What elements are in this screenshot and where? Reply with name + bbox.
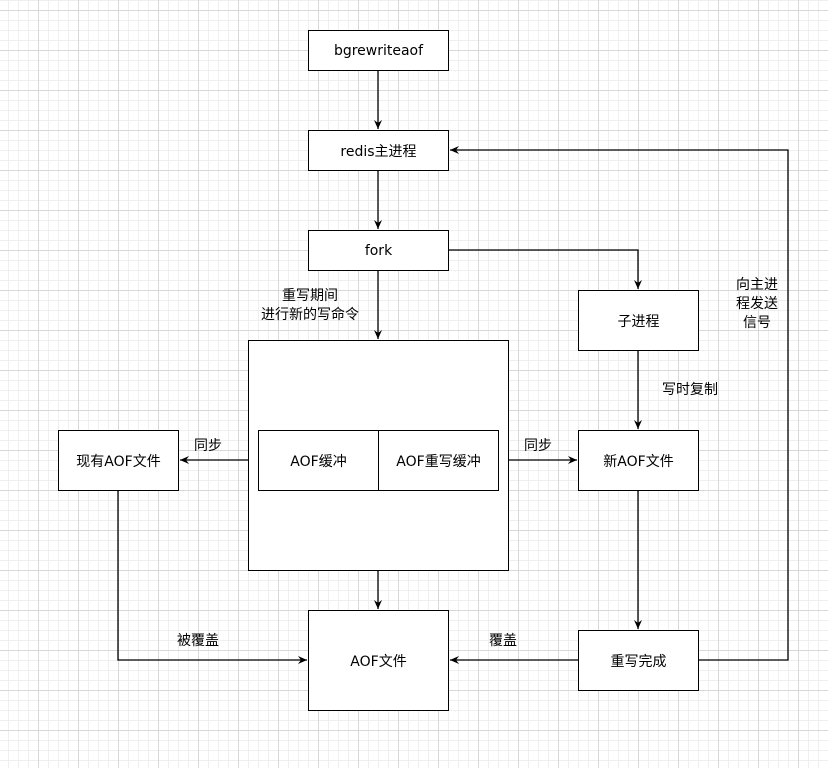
label-copy-on-write: 写时复制 <box>662 382 718 398</box>
node-child-label: 子进程 <box>617 313 660 330</box>
node-aof-rewrite-buffer-label: AOF重写缓冲 <box>396 453 481 470</box>
node-aof-buffer-label: AOF缓冲 <box>290 453 347 470</box>
node-bgrewriteaof[interactable]: bgrewriteaof <box>308 30 449 71</box>
label-sync-right: 同步 <box>524 438 552 454</box>
node-rewrite-done[interactable]: 重写完成 <box>578 630 699 691</box>
node-aof-file[interactable]: AOF文件 <box>308 610 449 711</box>
node-new-aof-label: 新AOF文件 <box>603 453 674 470</box>
label-signal-main: 向主进 程发送 信号 <box>736 277 778 331</box>
label-sync-left: 同步 <box>194 438 222 454</box>
edge-existing-to-aof-file <box>117 490 307 664</box>
node-existing-aof-label: 现有AOF文件 <box>76 453 161 470</box>
node-bgrewriteaof-label: bgrewriteaof <box>333 42 424 59</box>
node-new-aof-file[interactable]: 新AOF文件 <box>578 430 699 491</box>
edge-done-to-main <box>450 146 789 661</box>
label-overwrite: 覆盖 <box>489 633 517 649</box>
node-child-process[interactable]: 子进程 <box>578 290 699 351</box>
node-aof-buffer[interactable]: AOF缓冲 <box>258 430 379 491</box>
node-redis-main-process[interactable]: redis主进程 <box>308 130 449 171</box>
edge-fork-to-child <box>448 249 642 289</box>
node-aof-file-label: AOF文件 <box>350 653 407 670</box>
node-aof-rewrite-buffer[interactable]: AOF重写缓冲 <box>378 430 499 491</box>
node-fork-label: fork <box>364 242 393 259</box>
node-redis-main-label: redis主进程 <box>340 143 417 160</box>
node-existing-aof-file[interactable]: 现有AOF文件 <box>58 430 179 491</box>
node-rewrite-done-label: 重写完成 <box>610 653 667 670</box>
label-new-commands: 重写期间 进行新的写命令 <box>261 288 359 323</box>
node-fork[interactable]: fork <box>308 230 449 271</box>
label-overwritten: 被覆盖 <box>177 633 219 649</box>
